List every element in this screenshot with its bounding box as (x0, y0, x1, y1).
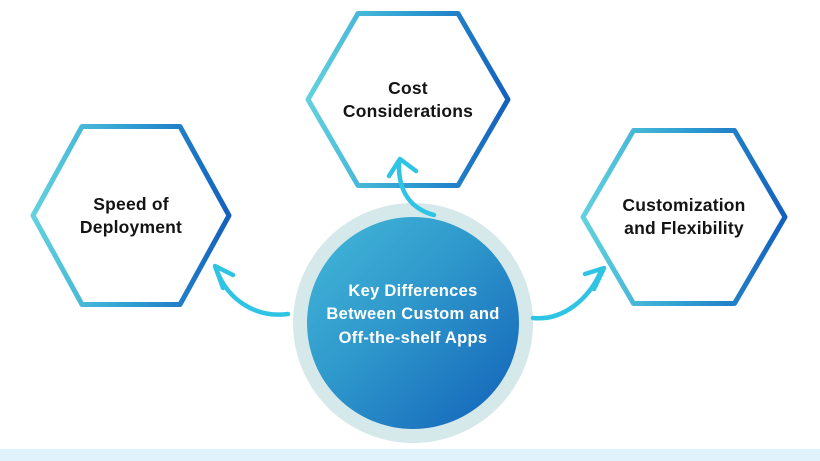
center-label-line: Key Differences (348, 281, 478, 300)
node-speed-of-deployment: Speed of Deployment (30, 123, 232, 308)
node-label: Speed of Deployment (30, 123, 232, 308)
center-circle: Key Differences Between Custom and Off-t… (307, 217, 519, 429)
node-label: Customization and Flexibility (580, 127, 788, 307)
hexagon-shape (30, 124, 232, 307)
hexagon-outline (580, 128, 788, 306)
node-label-line: Customization (622, 195, 746, 215)
hexagon-outline (30, 124, 232, 307)
node-label-line: Deployment (79, 216, 183, 237)
node-label-line: and Flexibility (624, 218, 744, 238)
hexagon-outline (305, 11, 511, 188)
node-label-line: Considerations (342, 100, 474, 121)
node-label-line: Speed of (93, 193, 169, 214)
center-label-line: Off-the-shelf Apps (338, 328, 488, 347)
center-circle-ring: Key Differences Between Custom and Off-t… (293, 203, 533, 443)
node-customization-and-flexibility: Customization and Flexibility (580, 127, 788, 307)
node-label: Cost Considerations (305, 10, 511, 189)
center-label-line: Between Custom and (326, 305, 500, 324)
node-label-line: Cost (388, 77, 428, 98)
hexagon-shape (305, 11, 511, 188)
hexagon-shape (580, 128, 788, 306)
center-label: Key Differences Between Custom and Off-t… (326, 280, 499, 351)
bottom-accent-bar (0, 449, 820, 461)
node-cost-considerations: Cost Considerations (305, 10, 511, 189)
